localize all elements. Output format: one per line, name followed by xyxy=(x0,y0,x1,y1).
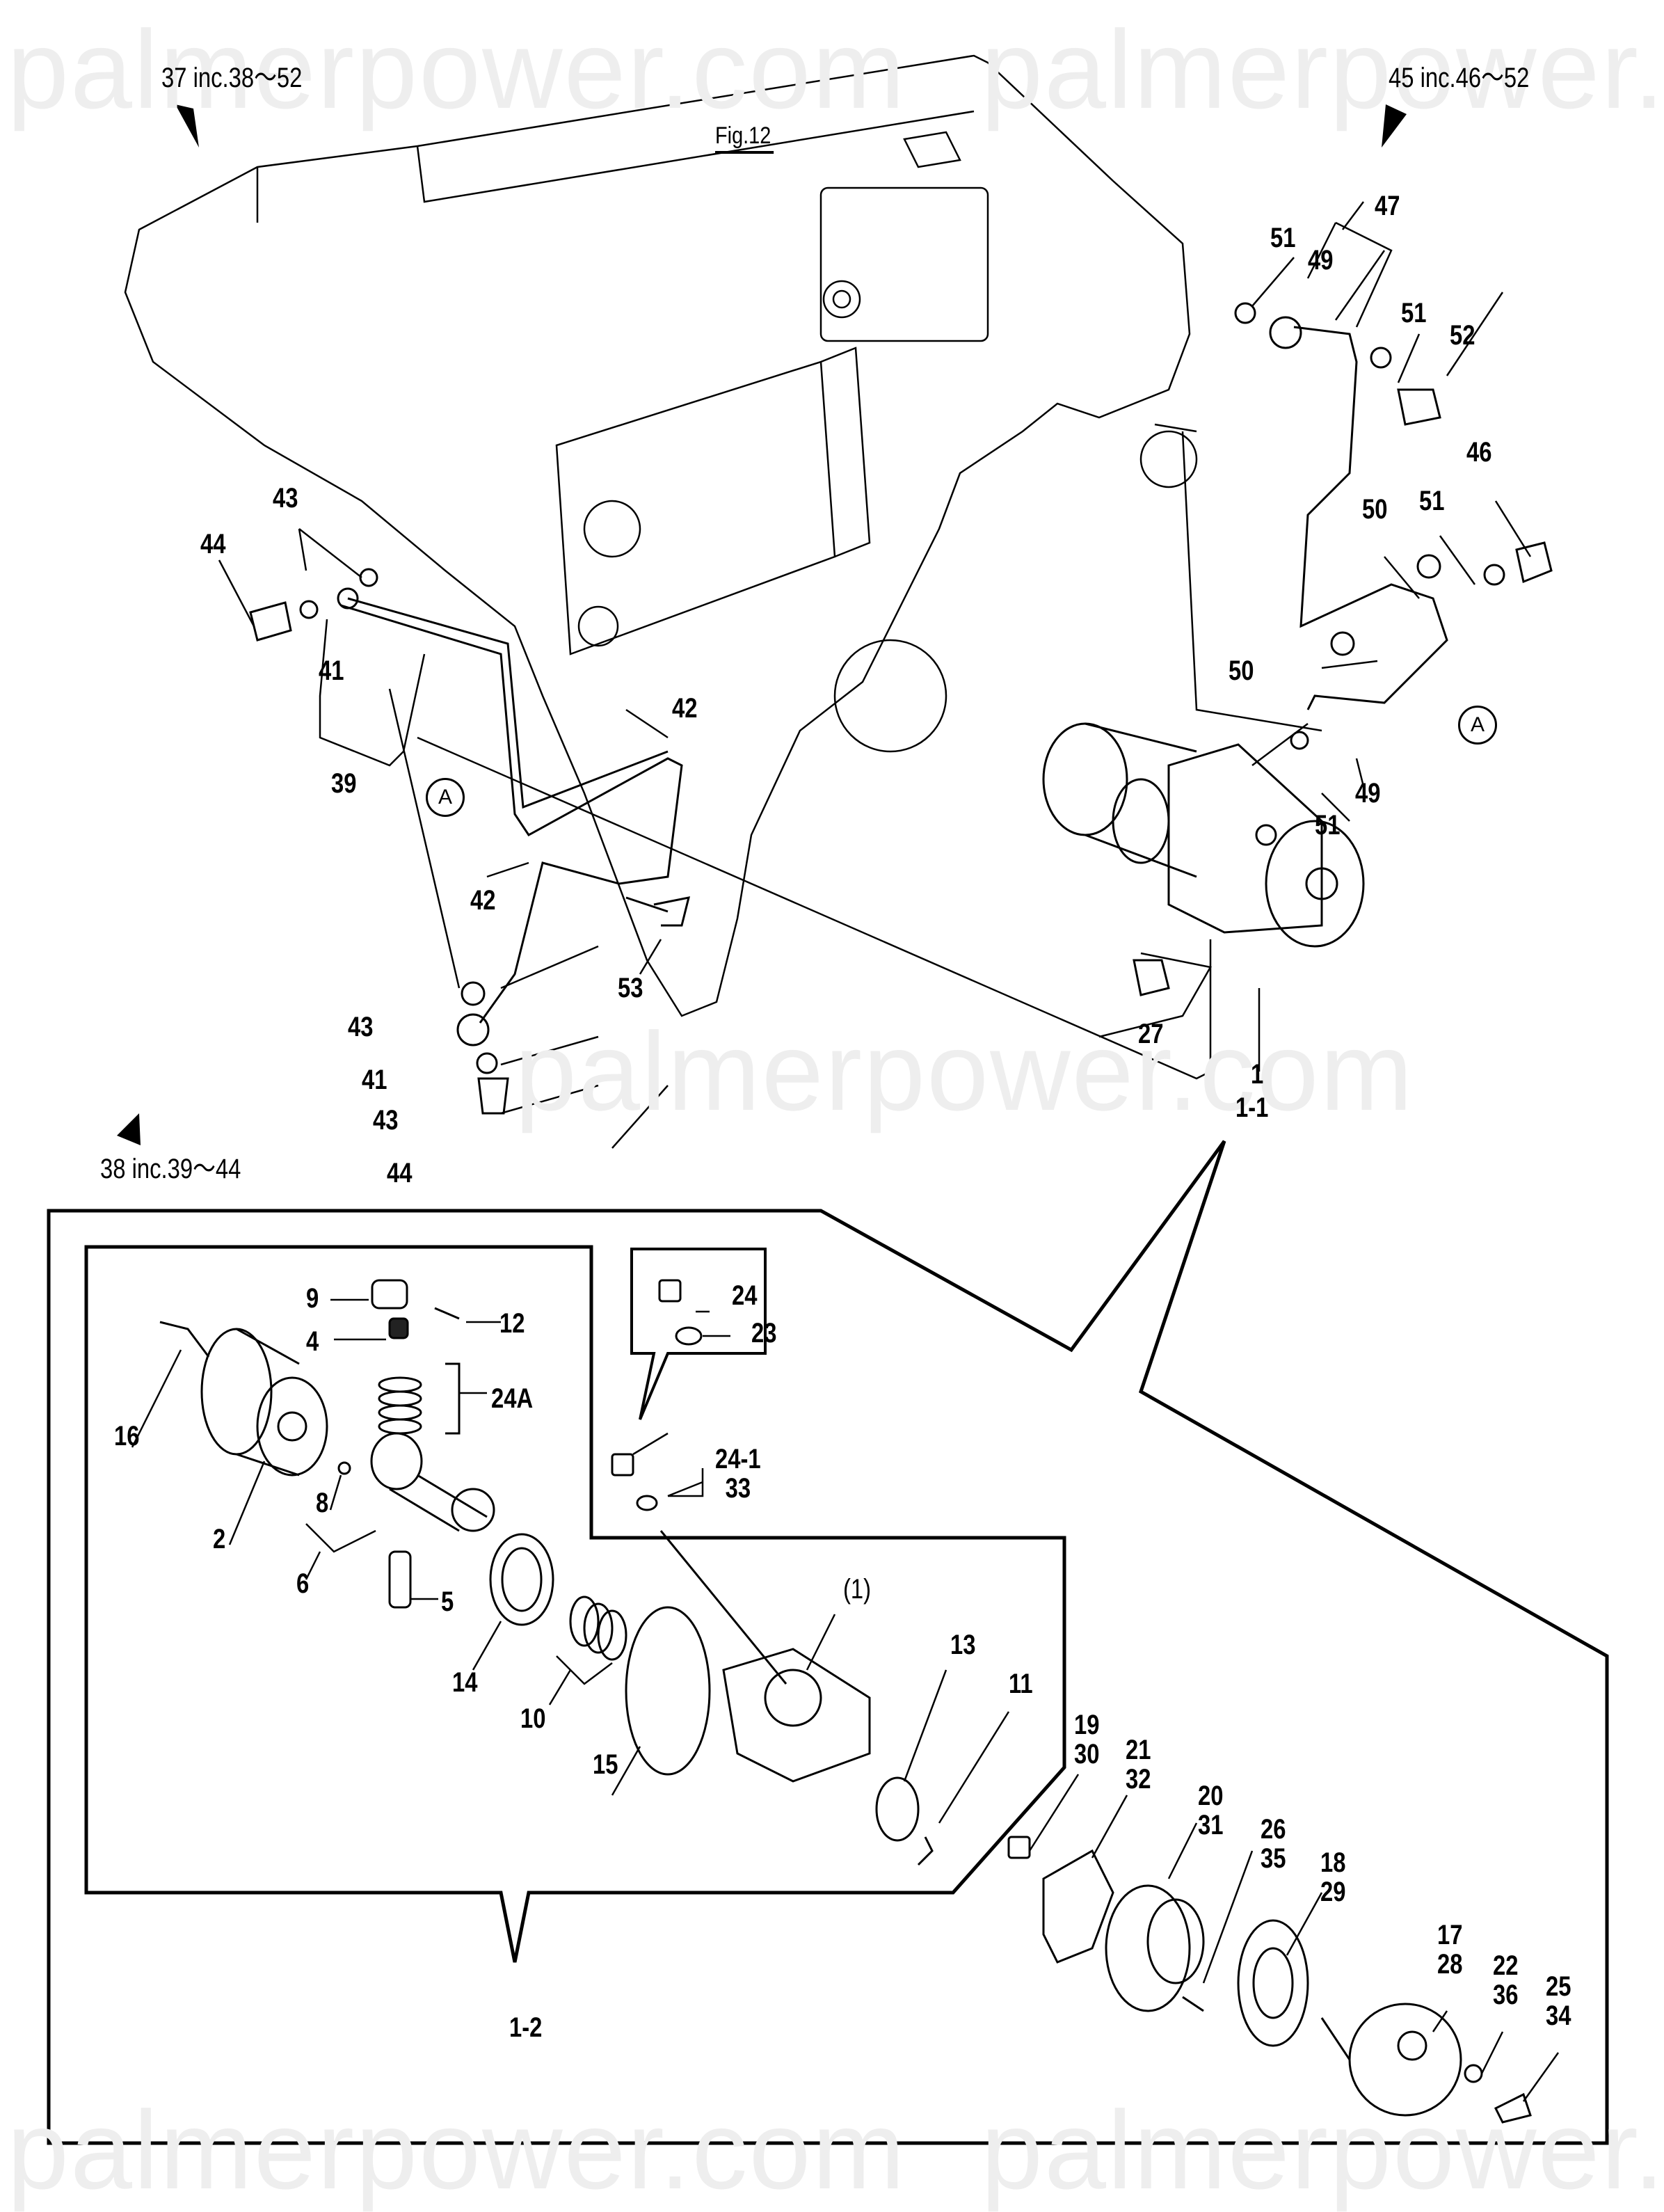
part-label: 25 34 xyxy=(1546,1971,1571,2031)
part-label: 42 xyxy=(672,693,698,724)
part-label: 4 xyxy=(306,1326,319,1357)
part-label: 10 xyxy=(520,1703,546,1734)
part-label: 1-2 xyxy=(509,2012,543,2043)
part-label: 9 xyxy=(306,1283,319,1314)
watermark: palmerpower.com xyxy=(7,7,906,132)
part-label: 26 35 xyxy=(1261,1814,1286,1874)
part-label: 51 xyxy=(1401,298,1427,328)
part-label: 43 xyxy=(348,1012,374,1042)
part-label: 1-1 xyxy=(1235,1092,1269,1123)
part-label: 51 xyxy=(1270,223,1296,253)
part-label: 14 xyxy=(452,1667,478,1698)
part-label: 50 xyxy=(1229,655,1254,686)
part-label: 49 xyxy=(1308,245,1334,276)
part-label: 53 xyxy=(618,973,643,1003)
part-label: 11 xyxy=(1009,1669,1033,1699)
part-label: 27 xyxy=(1138,1019,1164,1049)
part-label: 43 xyxy=(273,483,298,514)
leader-lines-top xyxy=(218,201,1532,1149)
part-label: 49 xyxy=(1355,778,1381,809)
part-label: 20 31 xyxy=(1198,1781,1224,1840)
part-label: 24A xyxy=(491,1383,534,1414)
ref-arrow-45 xyxy=(1382,104,1407,148)
part-label: 18 29 xyxy=(1320,1847,1346,1907)
ref-arrow-38 xyxy=(117,1113,141,1145)
part-label: 1 xyxy=(1251,1059,1264,1090)
part-label: 24 xyxy=(732,1280,758,1311)
watermark: palmerpower.com xyxy=(981,2087,1664,2212)
part-label: 12 xyxy=(499,1308,525,1339)
pump-motor xyxy=(1042,722,1365,996)
part-label: 47 xyxy=(1375,191,1400,221)
part-label: 24-1 33 xyxy=(715,1444,761,1504)
callout-a-right: A xyxy=(1458,706,1497,745)
assembly-ref-45: 45 inc.46～52 xyxy=(1389,63,1530,93)
part-label: 41 xyxy=(319,655,344,686)
right-pipe xyxy=(1234,302,1553,750)
part-label: 41 xyxy=(362,1065,387,1095)
part-label: 44 xyxy=(387,1158,413,1188)
part-label: 22 36 xyxy=(1493,1950,1519,2010)
part-label: 44 xyxy=(200,529,226,559)
callout-a-left: A xyxy=(426,778,465,817)
part-label: 42 xyxy=(470,885,496,916)
part-label: 51 xyxy=(1315,810,1341,841)
part-label: 39 xyxy=(331,768,357,799)
watermark: palmerpower.com xyxy=(7,2087,906,2212)
part-label: 23 xyxy=(751,1318,777,1348)
outer-inset-frame xyxy=(47,1140,1609,2145)
part-label: 16 xyxy=(114,1421,140,1451)
inset-parts xyxy=(159,1279,1532,2124)
assembly-ref-38: 38 inc.39～44 xyxy=(100,1154,241,1184)
detail-callout-frame xyxy=(630,1248,767,1420)
figure-reference[interactable]: Fig.12 xyxy=(715,122,774,154)
ref-arrow-37 xyxy=(175,104,199,148)
part-label: 21 32 xyxy=(1126,1735,1151,1795)
inner-inset-frame xyxy=(84,1245,1066,1963)
part-label: 6 xyxy=(296,1568,310,1599)
watermark: palmerpower.com xyxy=(515,1009,1414,1133)
part-label: 15 xyxy=(593,1749,618,1780)
engine-block xyxy=(124,54,1198,1017)
part-label: 19 30 xyxy=(1074,1710,1100,1769)
part-label: 51 xyxy=(1419,486,1445,516)
part-label: 46 xyxy=(1466,437,1492,468)
part-label: 52 xyxy=(1450,320,1475,351)
part-label: 8 xyxy=(316,1488,329,1518)
assembly-ref-37: 37 inc.38～52 xyxy=(161,63,303,93)
watermark: palmerpower.com xyxy=(981,7,1664,132)
leader-lines-inset xyxy=(131,1298,1560,2102)
part-label: 5 xyxy=(441,1586,454,1617)
part-label: 50 xyxy=(1362,494,1388,525)
part-label: 13 xyxy=(950,1630,976,1660)
part-label: 43 xyxy=(373,1105,399,1136)
part-label: (1) xyxy=(843,1574,872,1605)
part-label: 2 xyxy=(213,1524,226,1554)
part-label: 17 28 xyxy=(1437,1920,1463,1980)
